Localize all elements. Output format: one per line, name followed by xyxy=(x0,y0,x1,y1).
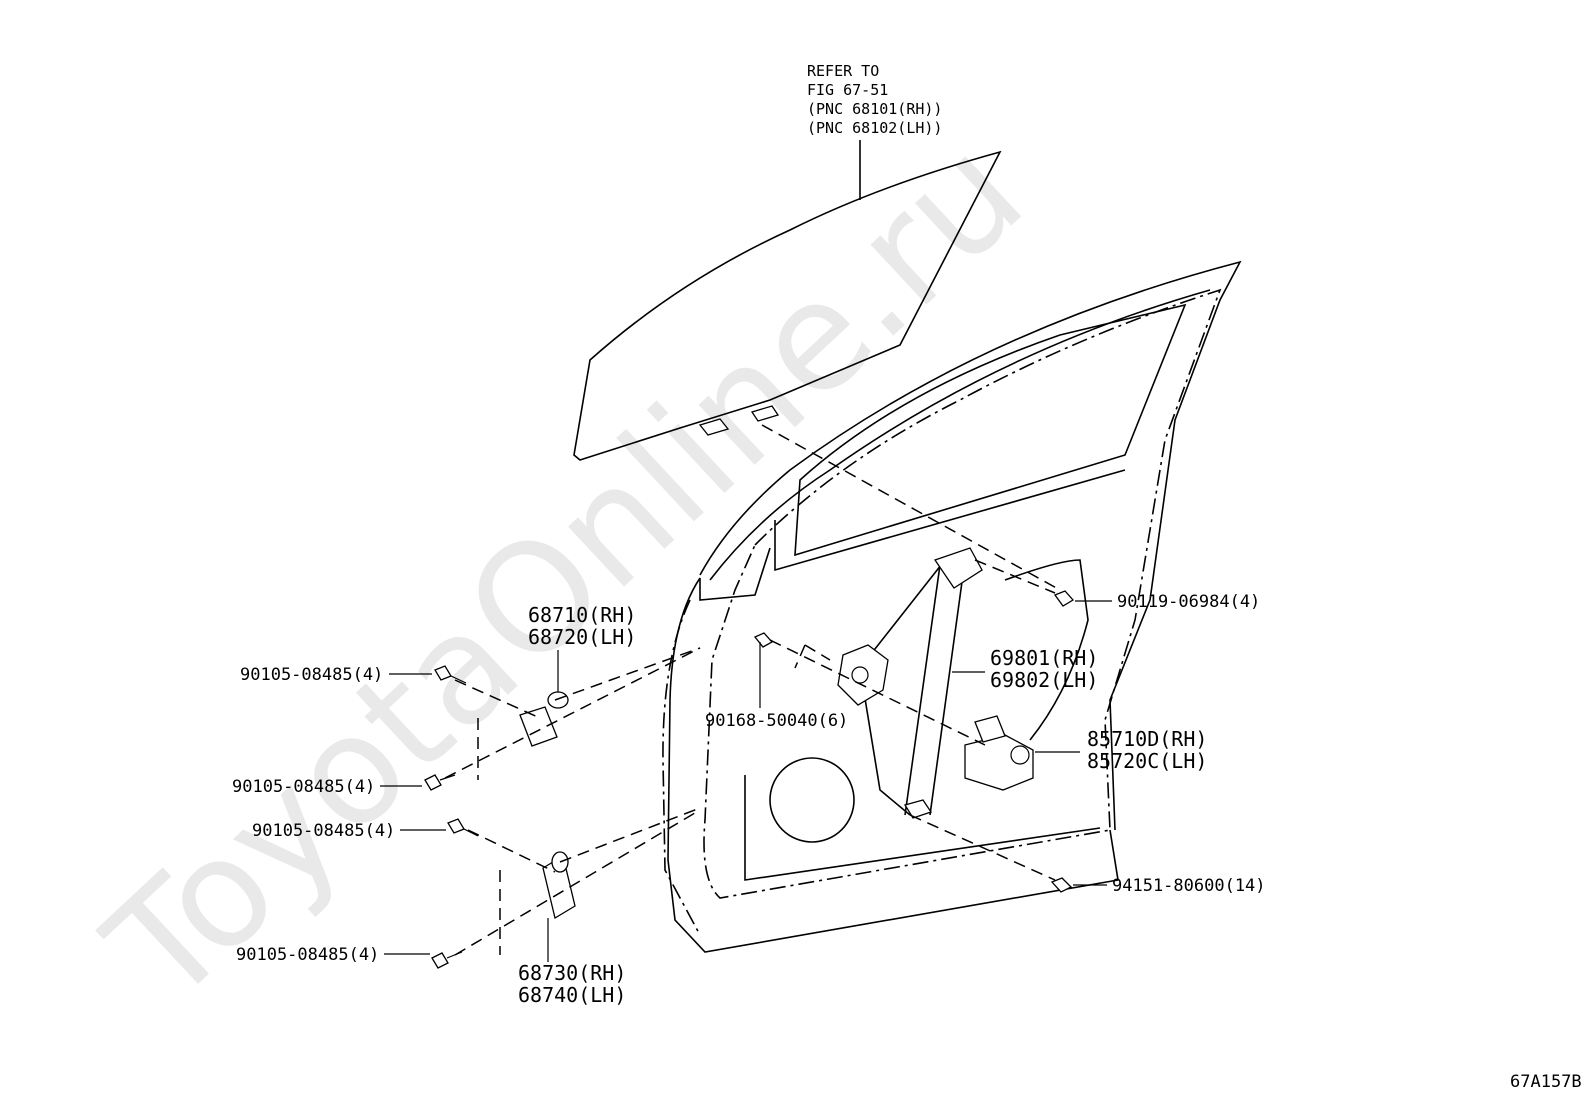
bolt-icon-lower-2 xyxy=(431,951,463,969)
clip-icon-90168 xyxy=(753,632,774,648)
part-label-94151: 94151-80600(14) xyxy=(1112,876,1266,896)
part-label-90168: 90168-50040(6) xyxy=(705,711,848,731)
part-label-bolt-lower-1: 90105-08485(4) xyxy=(252,821,395,841)
window-regulator xyxy=(837,547,983,819)
part-label-68720: 68720(LH) xyxy=(528,625,636,649)
part-label-bolt-upper-1: 90105-08485(4) xyxy=(240,665,383,685)
lower-hinge xyxy=(542,851,576,920)
part-label-69801: 69801(RH) xyxy=(990,646,1098,670)
glass-note-line-3: (PNC 68101(RH)) xyxy=(807,100,942,118)
bolt-icon-lower-1 xyxy=(447,818,479,837)
part-label-90119: 90119-06984(4) xyxy=(1117,592,1260,612)
nut-icon-94151 xyxy=(1050,877,1073,893)
bolt-icon-upper-1 xyxy=(434,665,467,684)
weatherstrip-outline xyxy=(703,288,1222,899)
part-label-85710d: 85710D(RH) xyxy=(1087,727,1207,751)
part-label-85720c: 85720C(LH) xyxy=(1087,749,1207,773)
part-label-68730: 68730(RH) xyxy=(518,961,626,985)
door-glass xyxy=(573,150,1002,461)
glass-note-line-2: FIG 67-51 xyxy=(807,81,888,99)
part-label-bolt-upper-2: 90105-08485(4) xyxy=(232,777,375,797)
bolt-icon-90119 xyxy=(1053,590,1075,607)
regulator-motor xyxy=(964,715,1034,791)
part-label-bolt-lower-2: 90105-08485(4) xyxy=(236,945,379,965)
glass-note-line-4: (PNC 68102(LH)) xyxy=(807,119,942,137)
leader-lines xyxy=(380,600,1112,962)
part-label-68710: 68710(RH) xyxy=(528,603,636,627)
speaker-opening xyxy=(769,757,855,843)
assembly-dashed-lines xyxy=(444,424,1061,956)
glass-note-line-1: REFER TO xyxy=(807,62,879,80)
upper-hinge xyxy=(519,691,569,747)
bolt-icon-upper-2 xyxy=(424,774,456,791)
figure-code: 67A157B xyxy=(1510,1072,1582,1092)
part-label-68740: 68740(LH) xyxy=(518,983,626,1007)
part-label-69802: 69802(LH) xyxy=(990,668,1098,692)
door-panel xyxy=(662,260,1242,953)
